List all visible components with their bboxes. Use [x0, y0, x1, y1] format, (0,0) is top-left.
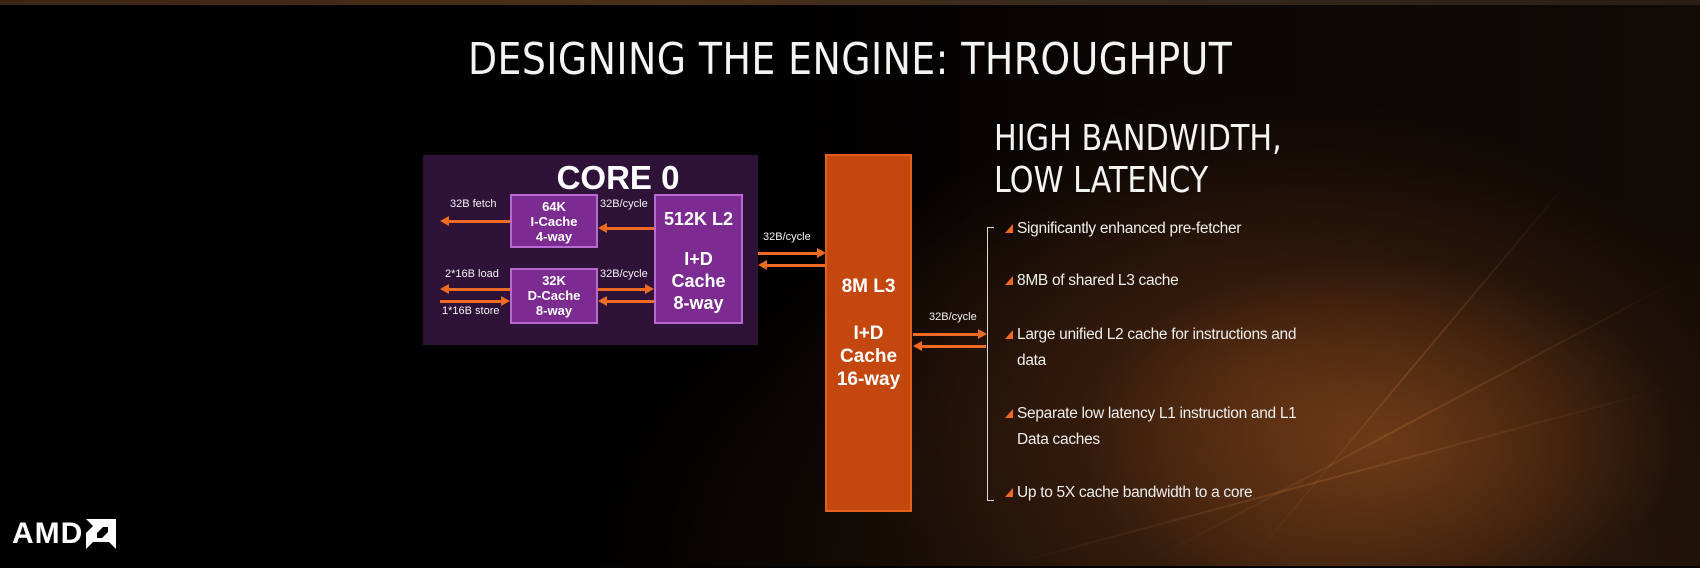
amd-logo-text: AMD — [12, 517, 84, 550]
load-arrow — [440, 284, 510, 294]
triangle-bullet-icon — [1005, 224, 1013, 233]
feature-bullet: 8MB of shared L3 cache — [1005, 268, 1307, 294]
features-heading-line2: LOW LATENCY — [994, 160, 1209, 201]
l2-cache-box: 512K L2 I+D Cache 8-way — [654, 194, 743, 324]
slide-title: DESIGNING THE ENGINE: THROUGHPUT — [467, 34, 1233, 85]
l2-icache-bandwidth-label: 32B/cycle — [600, 198, 648, 210]
l3-in-arrow — [913, 341, 986, 351]
feature-bullet: Large unified L2 cache for instructions … — [1005, 322, 1307, 374]
dcache-size: 32K — [542, 273, 566, 288]
triangle-bullet-icon — [1005, 409, 1013, 418]
l3-assoc: 16-way — [836, 369, 901, 390]
l3-cache-box: 8M L3 I+D Cache 16-way — [825, 154, 912, 512]
load-label: 2*16B load — [445, 268, 499, 280]
icache-box: 64K I-Cache 4-way — [510, 194, 598, 248]
dcache-box: 32K D-Cache 8-way — [510, 268, 598, 324]
l2-type: I+D — [684, 249, 713, 269]
core-title: CORE 0 — [556, 159, 680, 196]
icache-assoc: 4-way — [535, 229, 573, 244]
features-heading-line1: HIGH BANDWIDTH, — [994, 118, 1282, 159]
dcache-name: D-Cache — [527, 288, 581, 303]
icache-size: 64K — [542, 199, 566, 214]
l3-out-bandwidth-label: 32B/cycle — [929, 311, 977, 323]
l2-l3-bandwidth-label: 32B/cycle — [763, 231, 811, 243]
triangle-bullet-icon — [1005, 330, 1013, 339]
triangle-bullet-icon — [1005, 488, 1013, 497]
l2-to-icache-arrow — [598, 223, 654, 233]
fetch-arrow — [440, 216, 510, 226]
amd-logo: AMD — [12, 517, 117, 550]
l2-name: Cache — [671, 271, 726, 291]
l2-assoc: 8-way — [673, 293, 724, 313]
store-arrow — [440, 296, 510, 306]
l2-to-l3-arrow — [758, 248, 826, 258]
l3-desc: I+D Cache 16-way — [827, 322, 910, 391]
triangle-bullet-icon — [1005, 276, 1013, 285]
top-accent-bar — [0, 0, 1700, 5]
feature-bullet: Up to 5X cache bandwidth to a core — [1005, 480, 1307, 506]
dcache-to-l2-arrow — [598, 284, 654, 294]
l2-size: 512K L2 — [663, 209, 734, 229]
feature-bullet: Significantly enhanced pre-fetcher — [1005, 216, 1307, 242]
dcache-assoc: 8-way — [535, 303, 573, 318]
store-label: 1*16B store — [442, 305, 500, 317]
l2-to-dcache-arrow — [598, 296, 654, 306]
features-bracket — [987, 227, 994, 501]
features-heading: HIGH BANDWIDTH, LOW LATENCY — [994, 118, 1282, 202]
l3-size: 8M L3 — [841, 276, 896, 297]
l3-to-l2-arrow — [758, 260, 825, 270]
l3-name: Cache — [839, 346, 898, 367]
l2-dcache-bandwidth-label: 32B/cycle — [600, 268, 648, 280]
fetch-label: 32B fetch — [450, 198, 497, 210]
l3-out-arrow — [913, 329, 987, 339]
icache-name: I-Cache — [530, 214, 578, 229]
feature-bullet: Separate low latency L1 instruction and … — [1005, 401, 1302, 453]
amd-arrow-icon — [86, 519, 117, 549]
l3-type: I+D — [853, 323, 884, 344]
